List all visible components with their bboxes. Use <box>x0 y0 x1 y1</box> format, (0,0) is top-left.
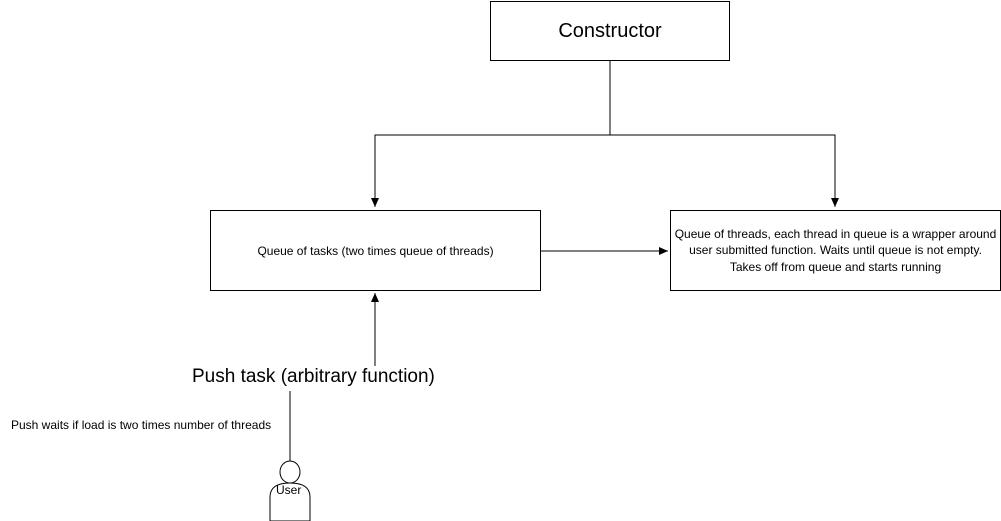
task-queue-label: Queue of tasks (two times queue of threa… <box>257 243 494 258</box>
constructor-node: Constructor <box>490 1 730 61</box>
user-label: User <box>276 483 302 497</box>
edge-constructor-to-thread-queue <box>610 134 839 207</box>
task-queue-node: Queue of tasks (two times queue of threa… <box>210 210 541 291</box>
thread-queue-node: Queue of threads, each thread in queue i… <box>670 210 1001 291</box>
constructor-label: Constructor <box>558 19 662 42</box>
thread-queue-label: Queue of threads, each thread in queue i… <box>674 227 997 274</box>
push-task-label: Push task (arbitrary function) <box>192 366 435 387</box>
user-actor-icon <box>269 460 311 521</box>
push-wait-note: Push waits if load is two times number o… <box>11 418 272 432</box>
edge-constructor-to-task-queue <box>371 61 611 207</box>
